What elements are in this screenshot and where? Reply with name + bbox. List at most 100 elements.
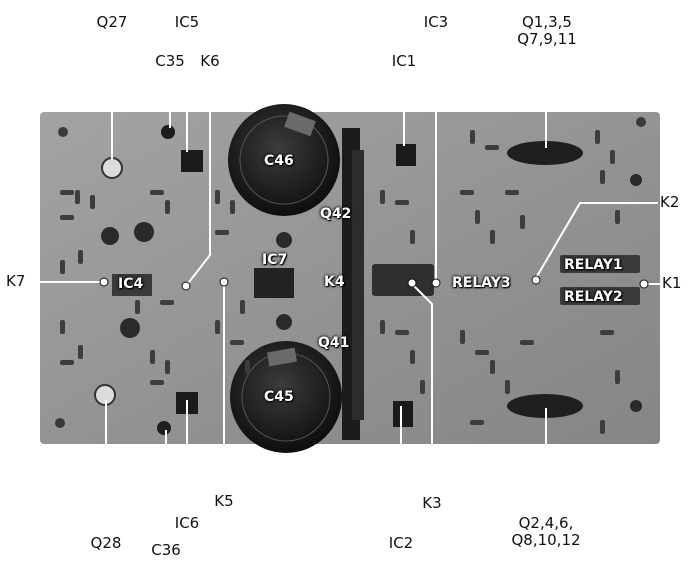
relay-1 [560,255,640,273]
resistor [460,190,474,195]
resistor [230,200,235,214]
small-capacitor [276,314,292,330]
resistor [505,380,510,394]
leader-dot [431,278,441,288]
ic7-package [254,268,294,298]
board-label-ic7: IC7 [262,252,288,268]
transistor-array-bottom [507,394,583,418]
small-capacitor [630,174,642,186]
resistor [395,200,409,205]
resistor [245,360,250,374]
resistor [165,200,170,214]
resistor-field [60,130,620,434]
callout-ic5: IC5 [174,13,200,31]
heatsink-bar-left [352,150,364,420]
ic4-package [112,274,152,296]
resistor [615,210,620,224]
capacitor-c36 [157,421,171,435]
resistor [470,130,475,144]
small-capacitor [276,232,292,248]
callout-k5: K5 [214,492,234,510]
resistor [595,130,600,144]
callout-ic3: IC3 [423,13,449,31]
resistor [150,380,164,385]
leader-dot [99,277,109,287]
resistor [60,360,74,365]
callout-q28: Q28 [90,534,122,552]
leader-dot [639,279,649,289]
resistor [410,230,415,244]
resistor [600,170,605,184]
resistor [90,195,95,209]
callout-c36: C36 [151,541,181,559]
board-label-k4: K4 [324,274,345,290]
small-capacitor [630,400,642,412]
resistor [60,320,65,334]
leader-lines [40,32,660,538]
resistor [215,230,229,235]
transistor-q27 [101,157,123,179]
resistor [240,300,245,314]
resistor [460,330,465,344]
board-label-c46: C46 [264,153,294,169]
capacitor-c45 [230,341,342,453]
leader-dot [219,277,229,287]
resistor [75,190,80,204]
relay-3 [372,264,434,296]
small-capacitor [101,227,119,245]
resistor [395,330,409,335]
leader-k3 [411,283,433,492]
resistor [520,340,534,345]
resistor [230,340,244,345]
ic1-package [396,144,416,166]
callout-c35: C35 [155,52,185,70]
board-label-q42: Q42 [320,206,352,222]
callout-k3: K3 [422,494,442,512]
resistor [78,345,83,359]
small-capacitor [120,318,140,338]
resistor [610,150,615,164]
board-label-q41: Q41 [318,335,350,351]
relay-2 [560,287,640,305]
resistor [410,350,415,364]
resistor [380,320,385,334]
resistor [150,190,164,195]
resistor [215,320,220,334]
resistor [78,250,83,264]
leader-k6 [185,72,211,287]
resistor [420,380,425,394]
resistor [150,350,155,364]
callout-ic2: IC2 [388,534,414,552]
resistor [215,190,220,204]
resistor [505,190,519,195]
resistor [485,145,499,150]
small-capacitor [134,222,154,242]
resistor [60,190,74,195]
leader-dot [531,275,541,285]
resistor [470,420,484,425]
resistor [380,190,385,204]
resistor [60,260,65,274]
resistor [490,360,495,374]
resistor [615,370,620,384]
leader-k2 [535,202,658,279]
callout-q1-q11: Q1,3,5 Q7,9,11 [517,13,577,48]
resistor [600,420,605,434]
resistor [60,215,74,220]
callout-ic1: IC1 [391,52,417,70]
resistor [600,330,614,335]
resistor [160,300,174,305]
callout-k1: K1 [662,274,682,292]
resistor [490,230,495,244]
mounting-hole [55,418,65,428]
resistor [475,210,480,224]
ic2-package [393,401,413,427]
transistor-array-top [507,141,583,165]
resistor [520,215,525,229]
resistor [475,350,489,355]
callout-ic6: IC6 [174,514,200,532]
callout-q27: Q27 [96,13,128,31]
board-label-relay3: RELAY3 [452,275,511,291]
capacitor-c35 [161,125,175,139]
